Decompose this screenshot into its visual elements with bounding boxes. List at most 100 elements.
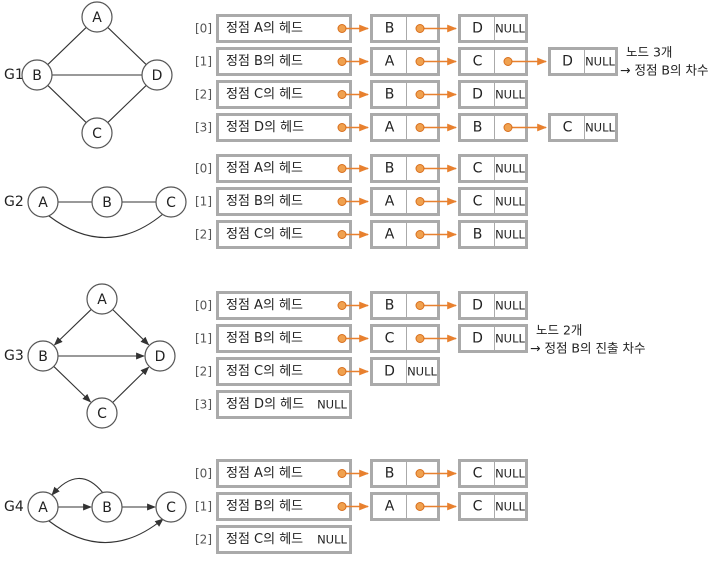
graph-node-circle xyxy=(81,117,113,149)
null-label: NULL xyxy=(585,121,615,135)
pointer-dot xyxy=(337,164,347,173)
pointer-dot xyxy=(503,57,513,66)
list-node-data-cell xyxy=(373,360,406,383)
graph-node-label: B xyxy=(102,500,112,516)
null-label: NULL xyxy=(317,533,347,547)
list-node-link-cell xyxy=(495,157,525,180)
graph-curved-edge xyxy=(48,213,164,239)
graph-node-label: D xyxy=(152,68,163,84)
head-label: 정점 B의 헤드 xyxy=(226,331,303,346)
head-cell xyxy=(219,327,349,350)
graph-node-circle xyxy=(91,186,123,218)
list-node-data-cell xyxy=(461,190,494,213)
graph-node-circle xyxy=(141,59,173,91)
list-node-data-cell xyxy=(461,223,494,246)
pointer-dot xyxy=(415,90,425,99)
note-line-1: 노드 3개 xyxy=(626,45,672,60)
null-label: NULL xyxy=(495,22,525,36)
list-node-value: D xyxy=(472,331,483,347)
row-index: [0] xyxy=(195,162,212,176)
list-node-data-cell xyxy=(373,157,406,180)
graph-edge xyxy=(53,309,92,346)
pointer-dot xyxy=(337,301,347,310)
graph-label: G4 xyxy=(4,499,24,515)
head-label: 정점 C의 헤드 xyxy=(226,364,303,379)
row-index: [1] xyxy=(195,55,212,69)
list-node-data-cell xyxy=(373,327,406,350)
null-label: NULL xyxy=(495,299,525,313)
head-cell xyxy=(219,17,349,40)
null-label: NULL xyxy=(495,228,525,242)
list-node-link-cell xyxy=(495,17,525,40)
list-node-data-cell xyxy=(373,116,406,139)
row-index: [2] xyxy=(195,365,212,379)
graph-label: G2 xyxy=(4,194,24,210)
pointer-dot xyxy=(415,230,425,239)
graph-edge xyxy=(107,27,147,65)
head-label: 정점 C의 헤드 xyxy=(226,87,303,102)
head-cell xyxy=(219,83,349,106)
list-node-data-cell xyxy=(461,116,494,139)
pointer-dot xyxy=(415,197,425,206)
null-label: NULL xyxy=(407,365,437,379)
null-label: NULL xyxy=(495,467,525,481)
graph-node-label: D xyxy=(155,349,166,365)
pointer-dot xyxy=(415,334,425,343)
list-node-value: C xyxy=(563,120,573,136)
list-node-value: C xyxy=(473,499,483,515)
list-node-data-cell xyxy=(461,157,494,180)
pointer-dot xyxy=(415,469,425,478)
list-node-data-cell xyxy=(373,462,406,485)
list-node-data-cell xyxy=(373,17,406,40)
head-label: 정점 B의 헤드 xyxy=(226,54,303,69)
list-node-value: B xyxy=(385,466,395,482)
graph-label: G1 xyxy=(4,67,24,83)
null-label: NULL xyxy=(495,195,525,209)
graph-node-label: B xyxy=(38,349,48,365)
list-node-link-cell xyxy=(495,495,525,518)
pointer-dot xyxy=(337,197,347,206)
head-cell xyxy=(219,116,349,139)
pointer-dot xyxy=(415,57,425,66)
head-label: 정점 A의 헤드 xyxy=(226,298,303,313)
list-node-value: B xyxy=(385,298,395,314)
graph-node-label: B xyxy=(32,68,42,84)
list-node-value: A xyxy=(385,120,395,136)
head-cell xyxy=(219,528,349,551)
graph-node-label: B xyxy=(102,195,112,211)
list-node-data-cell xyxy=(373,223,406,246)
null-label: NULL xyxy=(495,162,525,176)
graph-node-label: C xyxy=(166,500,176,516)
graph-node-circle xyxy=(81,1,113,33)
list-node-link-cell xyxy=(495,83,525,106)
list-node-link-cell xyxy=(585,50,615,73)
null-label: NULL xyxy=(495,332,525,346)
graph-node-circle xyxy=(91,491,123,523)
pointer-dot xyxy=(415,502,425,511)
graph-arc-edge xyxy=(51,478,104,496)
list-node-value: A xyxy=(385,54,395,70)
list-node-data-cell xyxy=(373,83,406,106)
head-cell xyxy=(219,495,349,518)
row-index: [2] xyxy=(195,533,212,547)
list-node-value: B xyxy=(385,21,395,37)
row-index: [3] xyxy=(195,121,212,135)
pointer-dot xyxy=(415,164,425,173)
list-node-data-cell xyxy=(373,50,406,73)
pointer-dot xyxy=(337,469,347,478)
graph-node-circle xyxy=(21,59,53,91)
list-node-value: C xyxy=(473,54,483,70)
head-cell xyxy=(219,462,349,485)
list-node-data-cell xyxy=(461,50,494,73)
graph-node-label: A xyxy=(92,10,102,26)
row-index: [1] xyxy=(195,195,212,209)
pointer-dot xyxy=(337,502,347,511)
head-cell xyxy=(219,360,349,383)
graph-node-circle xyxy=(27,491,59,523)
null-label: NULL xyxy=(585,55,615,69)
row-index: [0] xyxy=(195,22,212,36)
graph-node-label: C xyxy=(92,126,102,142)
head-label: 정점 D의 헤드 xyxy=(226,397,304,412)
graph-label: G3 xyxy=(4,348,24,364)
row-index: [3] xyxy=(195,398,212,412)
